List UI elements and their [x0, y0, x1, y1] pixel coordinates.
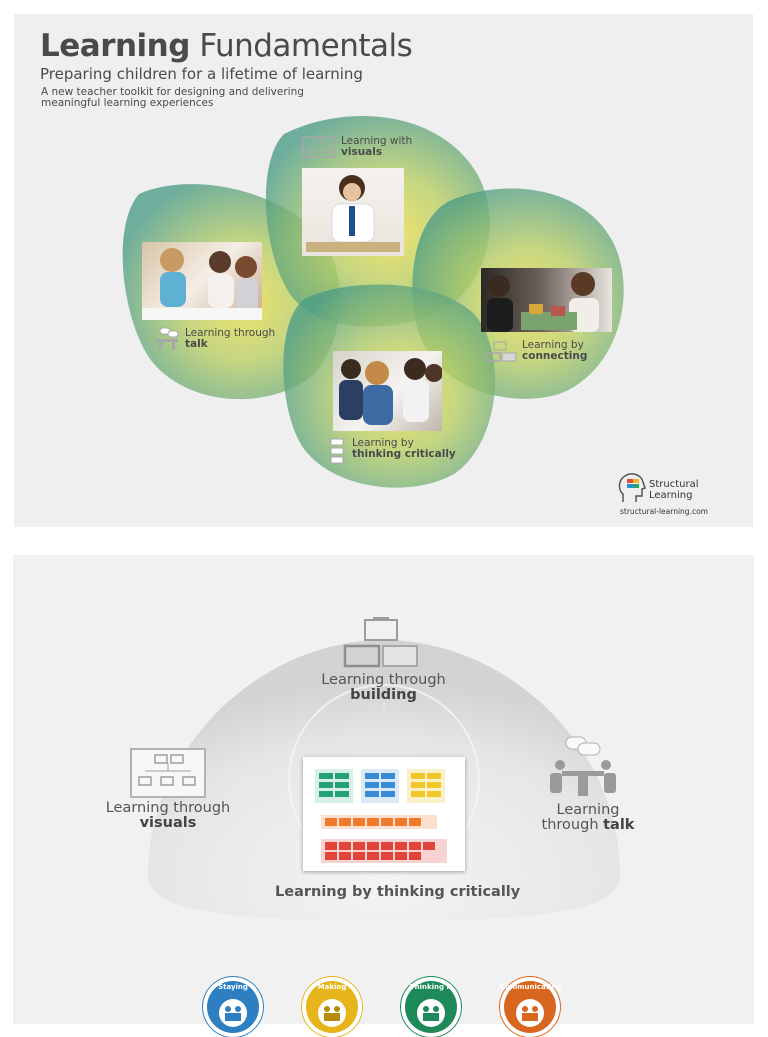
people-icon	[417, 999, 445, 1027]
people-icon	[219, 999, 247, 1027]
head-logo-icon	[618, 473, 646, 502]
students-building-illustration	[487, 272, 599, 332]
page-description: A new teacher toolkit for designing and …	[41, 86, 304, 109]
blocks-icon	[485, 341, 517, 362]
page-subtitle: Preparing children for a lifetime of lea…	[40, 65, 363, 83]
brand-name-line1: Structural	[649, 479, 699, 490]
photo-thinking	[333, 351, 442, 431]
student-reading-illustration	[306, 175, 400, 252]
photo-connecting	[481, 268, 612, 332]
people-icon	[516, 999, 544, 1027]
photo-visuals	[302, 168, 404, 256]
children-talking-illustration	[142, 248, 262, 320]
thinking-board-image	[303, 757, 465, 871]
page-title: Learning Fundamentals	[40, 28, 413, 64]
hierarchy-icon	[302, 136, 336, 158]
brand-name-line2: Learning	[649, 490, 693, 501]
students-thinking-illustration	[339, 358, 442, 425]
badge-thinking: Thinking it	[401, 977, 461, 1037]
photo-talk	[142, 242, 262, 320]
people-icon	[318, 999, 346, 1027]
talk-icon	[156, 327, 179, 350]
checklist-icon	[330, 438, 344, 464]
learning-fundamentals-panel: Learning Fundamentals Preparing children…	[14, 14, 753, 527]
badge-making: Making	[302, 977, 362, 1037]
hierarchy-icon	[130, 748, 206, 798]
graphic-organizer-illustration	[315, 769, 447, 863]
badge-staying: Staying	[203, 977, 263, 1037]
blocks-icon	[343, 617, 418, 668]
table-talk-icon	[550, 736, 616, 796]
brand-url: structural-learning.com	[620, 507, 708, 516]
thinking-caption: Learning by thinking critically	[275, 884, 521, 900]
badge-communicating: Communicating	[500, 977, 562, 1037]
